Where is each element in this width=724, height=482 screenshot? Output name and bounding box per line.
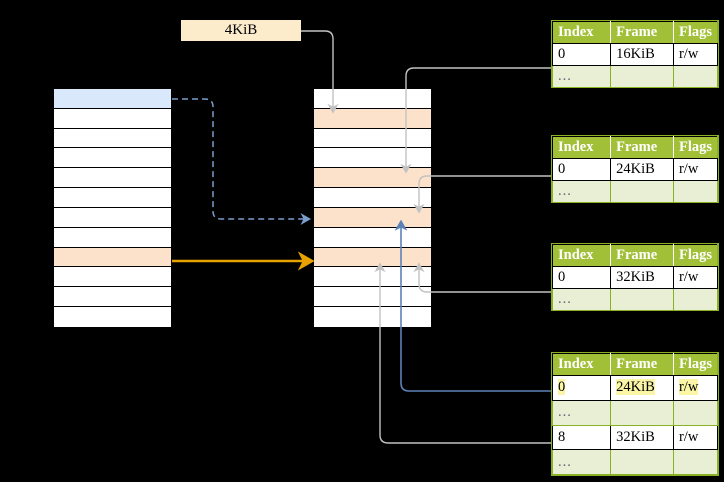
cell-frame (610, 180, 674, 203)
table-row[interactable]: ... (551, 449, 719, 475)
physical-memory-row (314, 188, 431, 208)
cell-index: ... (551, 449, 612, 475)
cell-index: 0 (551, 266, 612, 289)
column-header-index: Index (551, 244, 612, 267)
virtual-address-space-row (54, 128, 171, 149)
table-row[interactable]: ... (551, 180, 719, 203)
cell-frame: 24KiB (610, 158, 674, 181)
cell-flags: r/w (672, 266, 719, 289)
column-header-flags: Flags (672, 244, 719, 267)
cell-flags (672, 288, 719, 311)
cell-frame (610, 449, 674, 475)
column-header-frame: Frame (610, 353, 674, 376)
physical-memory-row (314, 168, 431, 189)
size-label-4kib: 4KiB (181, 20, 301, 41)
column-header-flags: Flags (672, 353, 719, 376)
wire-pt2-to-frame (413, 175, 551, 214)
table-row[interactable]: ... (551, 288, 719, 311)
cell-frame: 24KiB (610, 375, 674, 401)
cell-frame: 32KiB (610, 424, 674, 451)
physical-memory-row (314, 89, 431, 109)
column-header-flags: Flags (672, 136, 719, 159)
virtual-address-space-row (54, 108, 171, 129)
virtual-address-space-row (54, 207, 171, 228)
cell-frame (610, 65, 674, 88)
physical-memory-row (314, 307, 431, 327)
physical-memory-row (314, 207, 431, 228)
cell-index: ... (551, 399, 612, 426)
virtual-address-space-row (54, 168, 171, 189)
virtual-address-space-row (54, 89, 171, 109)
physical-memory-row (314, 148, 431, 169)
cell-flags (672, 65, 719, 88)
cell-flags: r/w (672, 424, 719, 451)
cell-index: 0 (551, 158, 612, 181)
cell-flags (672, 449, 719, 475)
virtual-address-space-row (54, 267, 171, 288)
wire-pt3-to-frame (413, 262, 551, 293)
virtual-address-space-row (54, 188, 171, 208)
virtual-address-space-row (54, 247, 171, 268)
virtual-address-space-row (54, 148, 171, 169)
virtual-address-space-row (54, 227, 171, 248)
cell-index: ... (551, 288, 612, 311)
virtual-address-space-row (54, 307, 171, 327)
physical-memory-row (314, 267, 431, 288)
cell-flags: r/w (672, 375, 719, 401)
column-header-frame: Frame (610, 136, 674, 159)
cell-flags: r/w (672, 158, 719, 181)
wire-virtual-to-physical-dashed (172, 98, 311, 225)
cell-frame (610, 288, 674, 311)
column-header-frame: Frame (610, 244, 674, 267)
column-header-frame: Frame (610, 21, 674, 44)
cell-flags: r/w (672, 43, 719, 66)
physical-memory-stack (313, 88, 432, 328)
physical-memory-row (314, 247, 431, 268)
cell-index: 0 (551, 375, 612, 401)
table-row[interactable]: ... (551, 399, 719, 426)
column-header-index: Index (551, 21, 612, 44)
physical-memory-row (314, 128, 431, 149)
column-header-index: Index (551, 353, 612, 376)
cell-frame: 32KiB (610, 266, 674, 289)
physical-memory-row (314, 227, 431, 248)
cell-index: ... (551, 65, 612, 88)
column-header-flags: Flags (672, 21, 719, 44)
cell-flags (672, 399, 719, 426)
physical-memory-row (314, 108, 431, 129)
table-row[interactable]: ... (551, 65, 719, 88)
column-header-index: Index (551, 136, 612, 159)
cell-frame (610, 399, 674, 426)
physical-memory-row (314, 287, 431, 308)
cell-flags (672, 180, 719, 203)
cell-index: ... (551, 180, 612, 203)
cell-index: 8 (551, 424, 612, 451)
cell-frame: 16KiB (610, 43, 674, 66)
cell-index: 0 (551, 43, 612, 66)
virtual-address-space-stack (53, 88, 172, 328)
virtual-address-space-row (54, 287, 171, 308)
